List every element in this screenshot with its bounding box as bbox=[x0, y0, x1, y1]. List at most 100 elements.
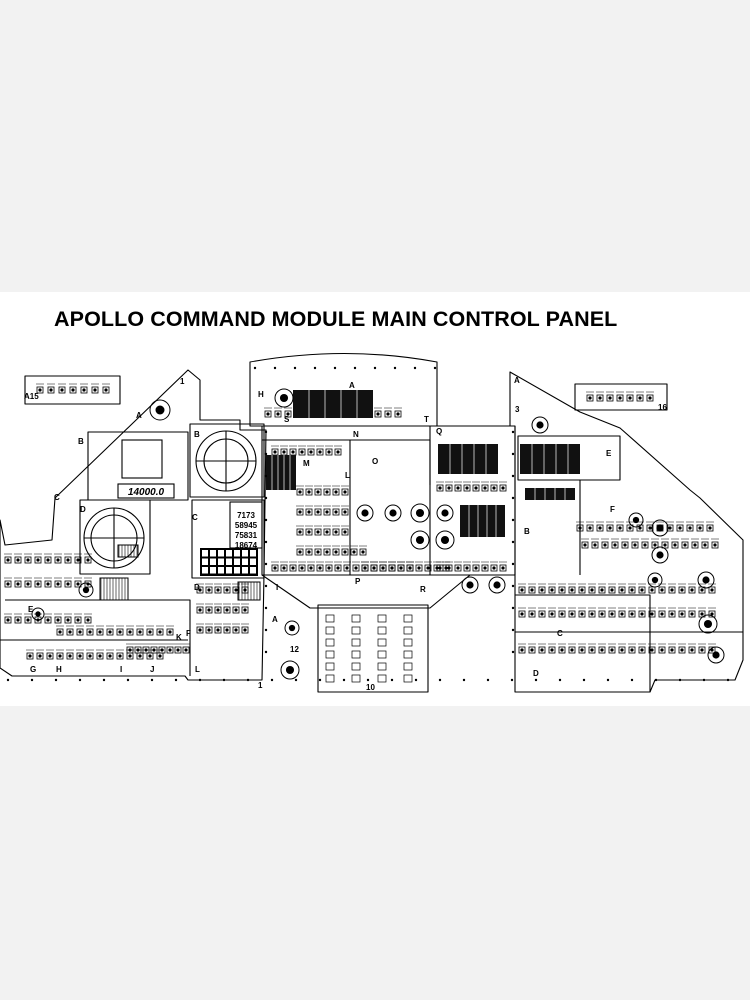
toggle-switch bbox=[96, 628, 104, 636]
toggle-lever bbox=[56, 558, 60, 562]
toggle-switch bbox=[166, 646, 174, 654]
rivet bbox=[414, 678, 418, 682]
toggle-switch bbox=[397, 564, 405, 572]
toggle-lever bbox=[148, 630, 152, 634]
rotary-knob bbox=[651, 546, 669, 564]
toggle-switch bbox=[323, 528, 331, 536]
console-switch bbox=[351, 638, 361, 647]
label-right-d: D bbox=[533, 669, 539, 678]
toggle-switch bbox=[4, 556, 12, 564]
knob-center bbox=[279, 393, 289, 403]
dsky-register-1: 7173 bbox=[237, 511, 255, 520]
toggle-switch bbox=[628, 646, 636, 654]
toggle-switch bbox=[499, 564, 507, 572]
toggle-lever bbox=[492, 566, 496, 570]
toggle-lever bbox=[690, 588, 694, 592]
meter-tape bbox=[237, 581, 261, 601]
console-switch bbox=[325, 638, 335, 647]
rivet bbox=[150, 678, 154, 682]
toggle-switch bbox=[472, 564, 480, 572]
label-left-a: A bbox=[136, 411, 142, 420]
toggle-lever bbox=[710, 612, 714, 616]
toggle-lever bbox=[670, 588, 674, 592]
dsky-key bbox=[210, 550, 216, 557]
toggle-switch bbox=[490, 564, 498, 572]
toggle-lever bbox=[580, 612, 584, 616]
divider-right-b bbox=[518, 479, 581, 575]
toggle-switch bbox=[711, 541, 719, 549]
toggle-switch bbox=[14, 580, 22, 588]
toggle-lever bbox=[138, 654, 142, 658]
knob-center bbox=[702, 576, 710, 584]
rotary-knob bbox=[628, 512, 644, 528]
toggle-switch bbox=[618, 646, 626, 654]
toggle-switch bbox=[578, 610, 586, 618]
toggle-lever bbox=[207, 628, 211, 632]
toggle-lever bbox=[648, 396, 652, 400]
small-panel-right bbox=[574, 383, 668, 411]
rivet bbox=[511, 606, 515, 610]
toggle-switch bbox=[586, 524, 594, 532]
console-switch bbox=[325, 614, 335, 623]
toggle-lever bbox=[343, 530, 347, 534]
toggle-lever bbox=[680, 648, 684, 652]
toggle-switch bbox=[223, 626, 231, 634]
toggle-switch bbox=[334, 448, 342, 456]
toggle-lever bbox=[46, 618, 50, 622]
rivet bbox=[174, 678, 178, 682]
toggle-switch bbox=[436, 484, 444, 492]
toggle-switch bbox=[676, 524, 684, 532]
label-left-i: I bbox=[120, 665, 122, 674]
toggle-switch bbox=[445, 484, 453, 492]
knob-center bbox=[415, 535, 425, 545]
console-switch bbox=[403, 614, 413, 623]
toggle-lever bbox=[700, 588, 704, 592]
label-top-s: S bbox=[284, 415, 290, 424]
label-left-j: J bbox=[150, 665, 154, 674]
toggle-switch bbox=[490, 484, 498, 492]
toggle-switch bbox=[596, 394, 604, 402]
label-mid-o: O bbox=[372, 457, 378, 466]
toggle-switch bbox=[14, 556, 22, 564]
rivet bbox=[654, 678, 658, 682]
toggle-lever bbox=[396, 412, 400, 416]
toggle-lever bbox=[158, 630, 162, 634]
label-left-k: K bbox=[176, 633, 182, 642]
toggle-switch bbox=[343, 564, 351, 572]
divider-left-b bbox=[189, 423, 265, 498]
toggle-switch bbox=[24, 616, 32, 624]
toggle-lever bbox=[343, 550, 347, 554]
toggle-switch bbox=[661, 541, 669, 549]
toggle-lever bbox=[316, 510, 320, 514]
toggle-lever bbox=[16, 582, 20, 586]
rivet bbox=[511, 540, 515, 544]
toggle-lever bbox=[465, 566, 469, 570]
toggle-lever bbox=[93, 388, 97, 392]
toggle-switch bbox=[284, 410, 292, 418]
toggle-lever bbox=[683, 543, 687, 547]
toggle-switch bbox=[678, 586, 686, 594]
toggle-switch bbox=[307, 564, 315, 572]
toggle-lever bbox=[26, 558, 30, 562]
toggle-lever bbox=[583, 543, 587, 547]
toggle-switch bbox=[538, 586, 546, 594]
dsky-key bbox=[234, 558, 240, 565]
toggle-lever bbox=[663, 543, 667, 547]
toggle-switch bbox=[84, 580, 92, 588]
toggle-switch bbox=[598, 610, 606, 618]
label-top-h: H bbox=[258, 390, 264, 399]
toggle-lever bbox=[352, 550, 356, 554]
label-right-f: F bbox=[610, 505, 615, 514]
toggle-switch bbox=[146, 628, 154, 636]
toggle-switch bbox=[548, 586, 556, 594]
toggle-lever bbox=[58, 654, 62, 658]
toggle-lever bbox=[26, 618, 30, 622]
toggle-lever bbox=[590, 612, 594, 616]
toggle-lever bbox=[298, 550, 302, 554]
toggle-switch bbox=[106, 628, 114, 636]
toggle-lever bbox=[108, 630, 112, 634]
toggle-lever bbox=[608, 396, 612, 400]
toggle-lever bbox=[426, 566, 430, 570]
attitude-display bbox=[121, 439, 163, 479]
dsky-key bbox=[218, 558, 224, 565]
